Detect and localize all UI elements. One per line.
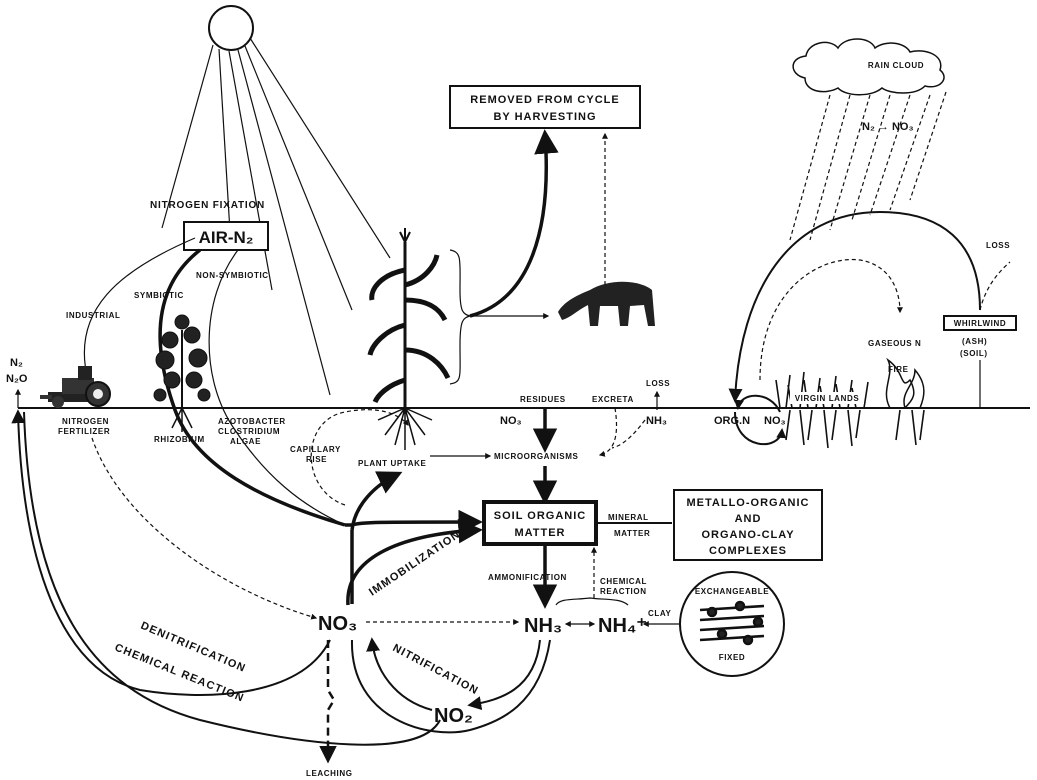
capillary-rise-dashed [310, 409, 409, 506]
n2o-label: N₂O [6, 373, 28, 385]
industrial-path [83, 237, 196, 381]
azotobacter-label-2: CLOSTRIDIUM [218, 427, 280, 436]
metallo-organic-label-4: COMPLEXES [709, 545, 787, 557]
corn-plant-icon [367, 228, 451, 450]
fixation-to-som-arrow [345, 509, 483, 535]
virgin-lands-grass [775, 371, 925, 449]
no3-orgn-loop [734, 394, 781, 413]
nitrification-label: NITRIFICATION [391, 642, 481, 697]
ash-label: (ASH) [962, 337, 987, 346]
fire-label: FIRE [888, 365, 909, 374]
nitrogen-fertilizer-label-2: FERTILIZER [58, 427, 110, 436]
air-n2-label: AIR-N₂ [199, 228, 254, 247]
virgin-lands-label-bg [790, 392, 864, 404]
clay-layers-icon [699, 600, 765, 646]
sun [208, 5, 254, 51]
nitrogen-fixation-label: NITROGEN FIXATION [150, 200, 265, 211]
nh3-excreta-dashed [611, 419, 646, 449]
soil-organic-matter-box [482, 500, 598, 546]
leaching-label: LEACHING [306, 769, 353, 778]
no3-right-label: NO₃ [764, 415, 786, 427]
nh-brace [555, 597, 629, 606]
org-n-label: ORG.N [714, 415, 750, 427]
n2-label: N₂ [10, 357, 23, 369]
rhizobium-label: RHIZOBIUM [154, 435, 205, 444]
virgin-lands-label: VIRGIN LANDS [795, 394, 860, 403]
clay-particle-circle [679, 571, 785, 677]
metallo-organic-label-1: METALLO-ORGANIC [687, 497, 810, 509]
harvest-brace [449, 249, 473, 385]
chemical-reaction-arrow [23, 411, 441, 746]
nh4-main-label: NH₄⁺ [598, 615, 647, 637]
azotobacter-label-1: AZOTOBACTER [218, 417, 286, 426]
leaching-dashed [319, 640, 337, 764]
sun-rays [161, 37, 391, 396]
nitrification-outer-arc [350, 639, 551, 734]
chem-reaction-label-2: REACTION [600, 587, 647, 596]
capillary-label-2: RISE [306, 455, 327, 464]
no2-main-label: NO₂ [434, 705, 473, 727]
no3-main-label: NO₃ [318, 613, 357, 635]
symbiotic-label: SYMBIOTIC [134, 291, 184, 300]
whirlwind-box [943, 315, 1017, 331]
excreta-dashed [598, 407, 618, 457]
soil-organic-matter-label-2: MATTER [514, 527, 565, 539]
removed-from-cycle-label-2: BY HARVESTING [493, 111, 596, 123]
fire-icon [885, 357, 925, 409]
loss-dashed-right [979, 261, 1011, 311]
azotobacter-label-3: ALGAE [230, 437, 261, 446]
fertilizer-to-no3-dashed [91, 437, 318, 620]
loss-nh3-label: LOSS [646, 379, 670, 388]
nitrogen-fertilizer-label-1: NITROGEN [62, 417, 109, 426]
cow-icon [558, 281, 655, 326]
metallo-organic-label-3: ORGANO-CLAY [701, 529, 794, 541]
non-symbiotic-label: NON-SYMBIOTIC [196, 271, 269, 280]
legume-plant-icon [153, 314, 211, 432]
whirlwind-label: WHIRLWIND [954, 319, 1007, 328]
mineral-matter-label-1: MINERAL [608, 513, 649, 522]
excreta-label: EXCRETA [592, 395, 634, 404]
capillary-label-1: CAPILLARY [290, 445, 341, 454]
immobilization-arrow [346, 518, 483, 606]
non-symbiotic-path [208, 249, 346, 526]
loss-right-label: LOSS [986, 241, 1010, 250]
orgn-no3-loop [734, 411, 787, 445]
nh3-surface-label: NH₃ [646, 415, 667, 427]
rain-reaction-label: N₂ → NO₃ [862, 121, 914, 133]
tractor-icon [40, 366, 111, 408]
rain-to-orgn-arc [728, 210, 981, 403]
removed-from-cycle-box [449, 85, 641, 129]
soil-label: (SOIL) [960, 349, 988, 358]
rain-cloud-icon [792, 38, 945, 96]
metallo-organic-label-2: AND [735, 513, 762, 525]
soil-organic-matter-label-1: SOIL ORGANIC [494, 510, 586, 522]
harvest-arrow [469, 129, 559, 318]
denitrification-arrow [11, 409, 331, 696]
rain-cloud-label: RAIN CLOUD [868, 61, 924, 70]
gaseous-n-label: GASEOUS N [868, 339, 921, 348]
industrial-label: INDUSTRIAL [66, 311, 120, 320]
air-n2-box [183, 221, 269, 251]
symbiotic-path [158, 248, 346, 527]
nh3-to-no2-arrow [467, 639, 541, 711]
fixed-label: FIXED [719, 653, 746, 662]
gaseous-dashed-arc [759, 258, 903, 381]
exchangeable-label: EXCHANGEABLE [695, 587, 769, 596]
nh3-main-label: NH₃ [524, 615, 562, 637]
plant-uptake-label: PLANT UPTAKE [358, 459, 426, 468]
ammonification-label: AMMONIFICATION [488, 573, 567, 582]
no2-to-no3-arrow [366, 637, 433, 711]
no3-surface-label: NO₃ [500, 415, 522, 427]
mineral-matter-label-2: MATTER [614, 529, 650, 538]
metallo-organic-box [673, 489, 823, 561]
microorganisms-label: MICROORGANISMS [494, 452, 578, 461]
residues-label: RESIDUES [520, 395, 566, 404]
rain-streaks [789, 91, 947, 241]
clay-label: CLAY [648, 609, 672, 618]
removed-from-cycle-label-1: REMOVED FROM CYCLE [470, 94, 619, 106]
chem-reaction-label-1: CHEMICAL [600, 577, 647, 586]
